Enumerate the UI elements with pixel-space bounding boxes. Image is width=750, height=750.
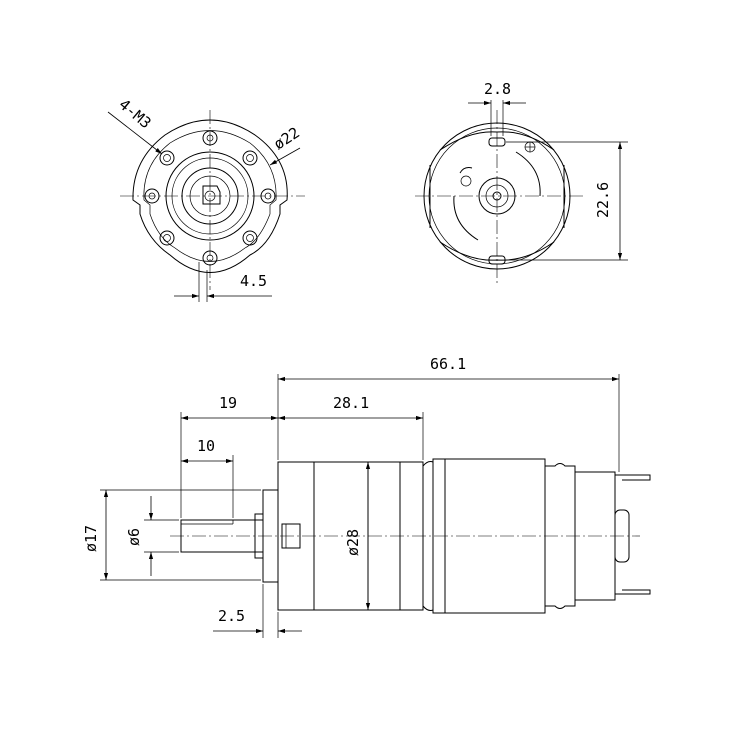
gear-pin <box>144 188 160 204</box>
rear-endcap-top <box>439 131 555 151</box>
front-shaft-center <box>204 190 216 202</box>
gear-pin <box>202 250 218 266</box>
hole-leader-line <box>107 111 163 155</box>
side-boss-collar <box>254 513 264 559</box>
side-screw <box>281 523 301 549</box>
rear-shaft-end <box>492 191 502 201</box>
front-gear-pins <box>144 130 276 266</box>
front-flange-outline <box>132 119 288 273</box>
rear-terminal-bottom <box>488 255 506 265</box>
terminal-spacing-label: 22.6 <box>594 182 612 218</box>
mount-hole-m3-inner <box>163 154 171 162</box>
terminal-width-label: 2.8 <box>484 80 511 98</box>
gear-pin-inner <box>206 254 214 262</box>
rear-terminal-top <box>488 137 506 147</box>
mount-hole-m3-inner <box>246 234 254 242</box>
front-shaft-d-profile <box>202 185 221 205</box>
rear-motor-can <box>423 122 571 270</box>
gear-pin <box>202 130 218 146</box>
shaft-length-label: 19 <box>219 394 237 412</box>
mount-hole-m3 <box>242 150 258 166</box>
gear-pin-inner <box>206 134 214 142</box>
offset-label: 4.5 <box>240 272 267 290</box>
mount-hole-m3 <box>159 150 175 166</box>
side-gearbox-body <box>277 461 424 611</box>
rear-rivet-left <box>460 175 472 187</box>
boss-diameter-label: ø17 <box>82 525 100 552</box>
boss-length-label: 2.5 <box>218 607 245 625</box>
rear-endcap-bottom <box>439 241 555 261</box>
side-rear-bearing <box>614 509 630 563</box>
flat-length-label: 10 <box>197 437 215 455</box>
front-hub-inner <box>181 167 239 225</box>
rear-vent-slot-right <box>515 151 541 197</box>
rear-view: 2.8 22.6 <box>415 80 628 285</box>
mount-hole-m3-inner <box>163 234 171 242</box>
hole-label: 4-M3 <box>115 95 154 132</box>
rear-vent-slot-left <box>453 195 479 241</box>
front-mounting-holes <box>159 150 258 246</box>
front-hub-outer <box>165 151 255 241</box>
front-shaft-boss <box>189 175 231 217</box>
side-view: 66.1 19 28.1 10 ø17 ø6 ø28 <box>82 355 651 638</box>
body-diameter-label: ø28 <box>344 529 362 556</box>
front-hub-step <box>171 157 249 235</box>
rear-endcap-sides <box>429 165 565 228</box>
side-motor-endcap <box>544 463 576 609</box>
gear-pin-inner <box>264 192 272 200</box>
front-flange-inner <box>143 130 277 262</box>
side-terminal-bottom <box>615 589 651 595</box>
mount-hole-m3 <box>242 230 258 246</box>
gearbox-length-label: 28.1 <box>333 394 369 412</box>
mount-hole-m3-inner <box>246 154 254 162</box>
rear-bearing-boss <box>478 177 516 215</box>
front-view: 4-M3 ø22 4.5 <box>107 95 305 302</box>
mount-hole-m3 <box>159 230 175 246</box>
rear-bearing-inner <box>485 184 509 208</box>
rear-vent-slot-small <box>459 167 473 174</box>
gear-pin <box>260 188 276 204</box>
shaft-diameter-label: ø6 <box>125 528 143 546</box>
diameter-leader-line <box>269 147 301 166</box>
gear-pin-inner <box>148 192 156 200</box>
overall-length-label: 66.1 <box>430 355 466 373</box>
side-terminal-top <box>615 474 651 481</box>
